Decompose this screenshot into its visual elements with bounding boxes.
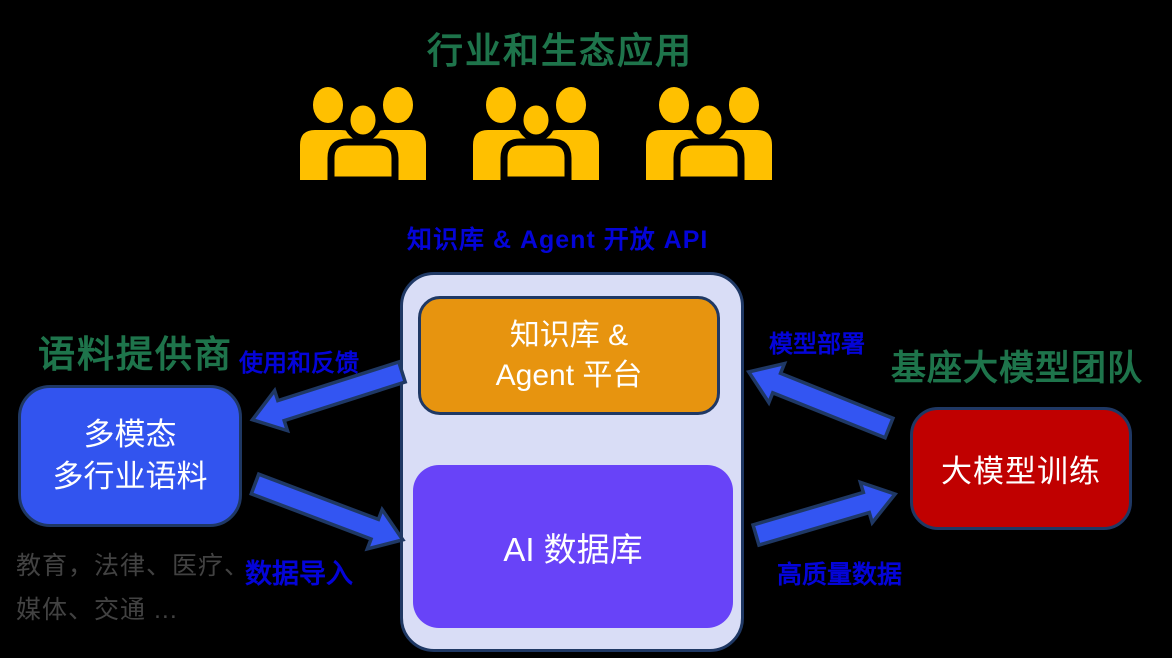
knowledge-box-line1: 知识库 &	[509, 318, 629, 352]
high-quality-data-arrow	[750, 479, 899, 548]
knowledge-agent-platform-box: 知识库 & Agent 平台	[418, 296, 720, 415]
industries-line2: 媒体、交通 ...	[16, 596, 178, 624]
high-quality-data-label: 高质量数据	[777, 561, 903, 589]
knowledge-box-line2: Agent 平台	[495, 358, 643, 392]
model-deploy-label: 模型部署	[769, 331, 865, 358]
model-training-label: 大模型训练	[941, 454, 1101, 489]
corpus-box: 多模态 多行业语料	[18, 385, 242, 527]
data-import-arrow	[249, 471, 406, 552]
corpus-box-line2: 多行业语料	[52, 459, 208, 494]
people-group-icon	[646, 87, 772, 180]
model-deploy-arrow	[745, 361, 896, 441]
data-import-label: 数据导入	[245, 559, 353, 589]
corpus-box-line1: 多模态	[83, 417, 177, 453]
diagram-title: 行业和生态应用	[426, 30, 693, 71]
open-api-label: 知识库 & Agent 开放 API	[407, 226, 709, 254]
model-training-box: 大模型训练	[910, 407, 1132, 530]
base-model-team-heading: 基座大模型团队	[891, 349, 1144, 388]
corpus-provider-heading: 语料提供商	[38, 334, 233, 375]
industries-line1: 教育，法律、医疗、	[16, 552, 251, 580]
usage-feedback-label: 使用和反馈	[239, 350, 359, 377]
ai-database-label: AI 数据库	[503, 530, 643, 568]
people-group-icon	[473, 87, 599, 180]
ai-database-box: AI 数据库	[413, 465, 733, 628]
people-group-icon	[300, 87, 426, 180]
